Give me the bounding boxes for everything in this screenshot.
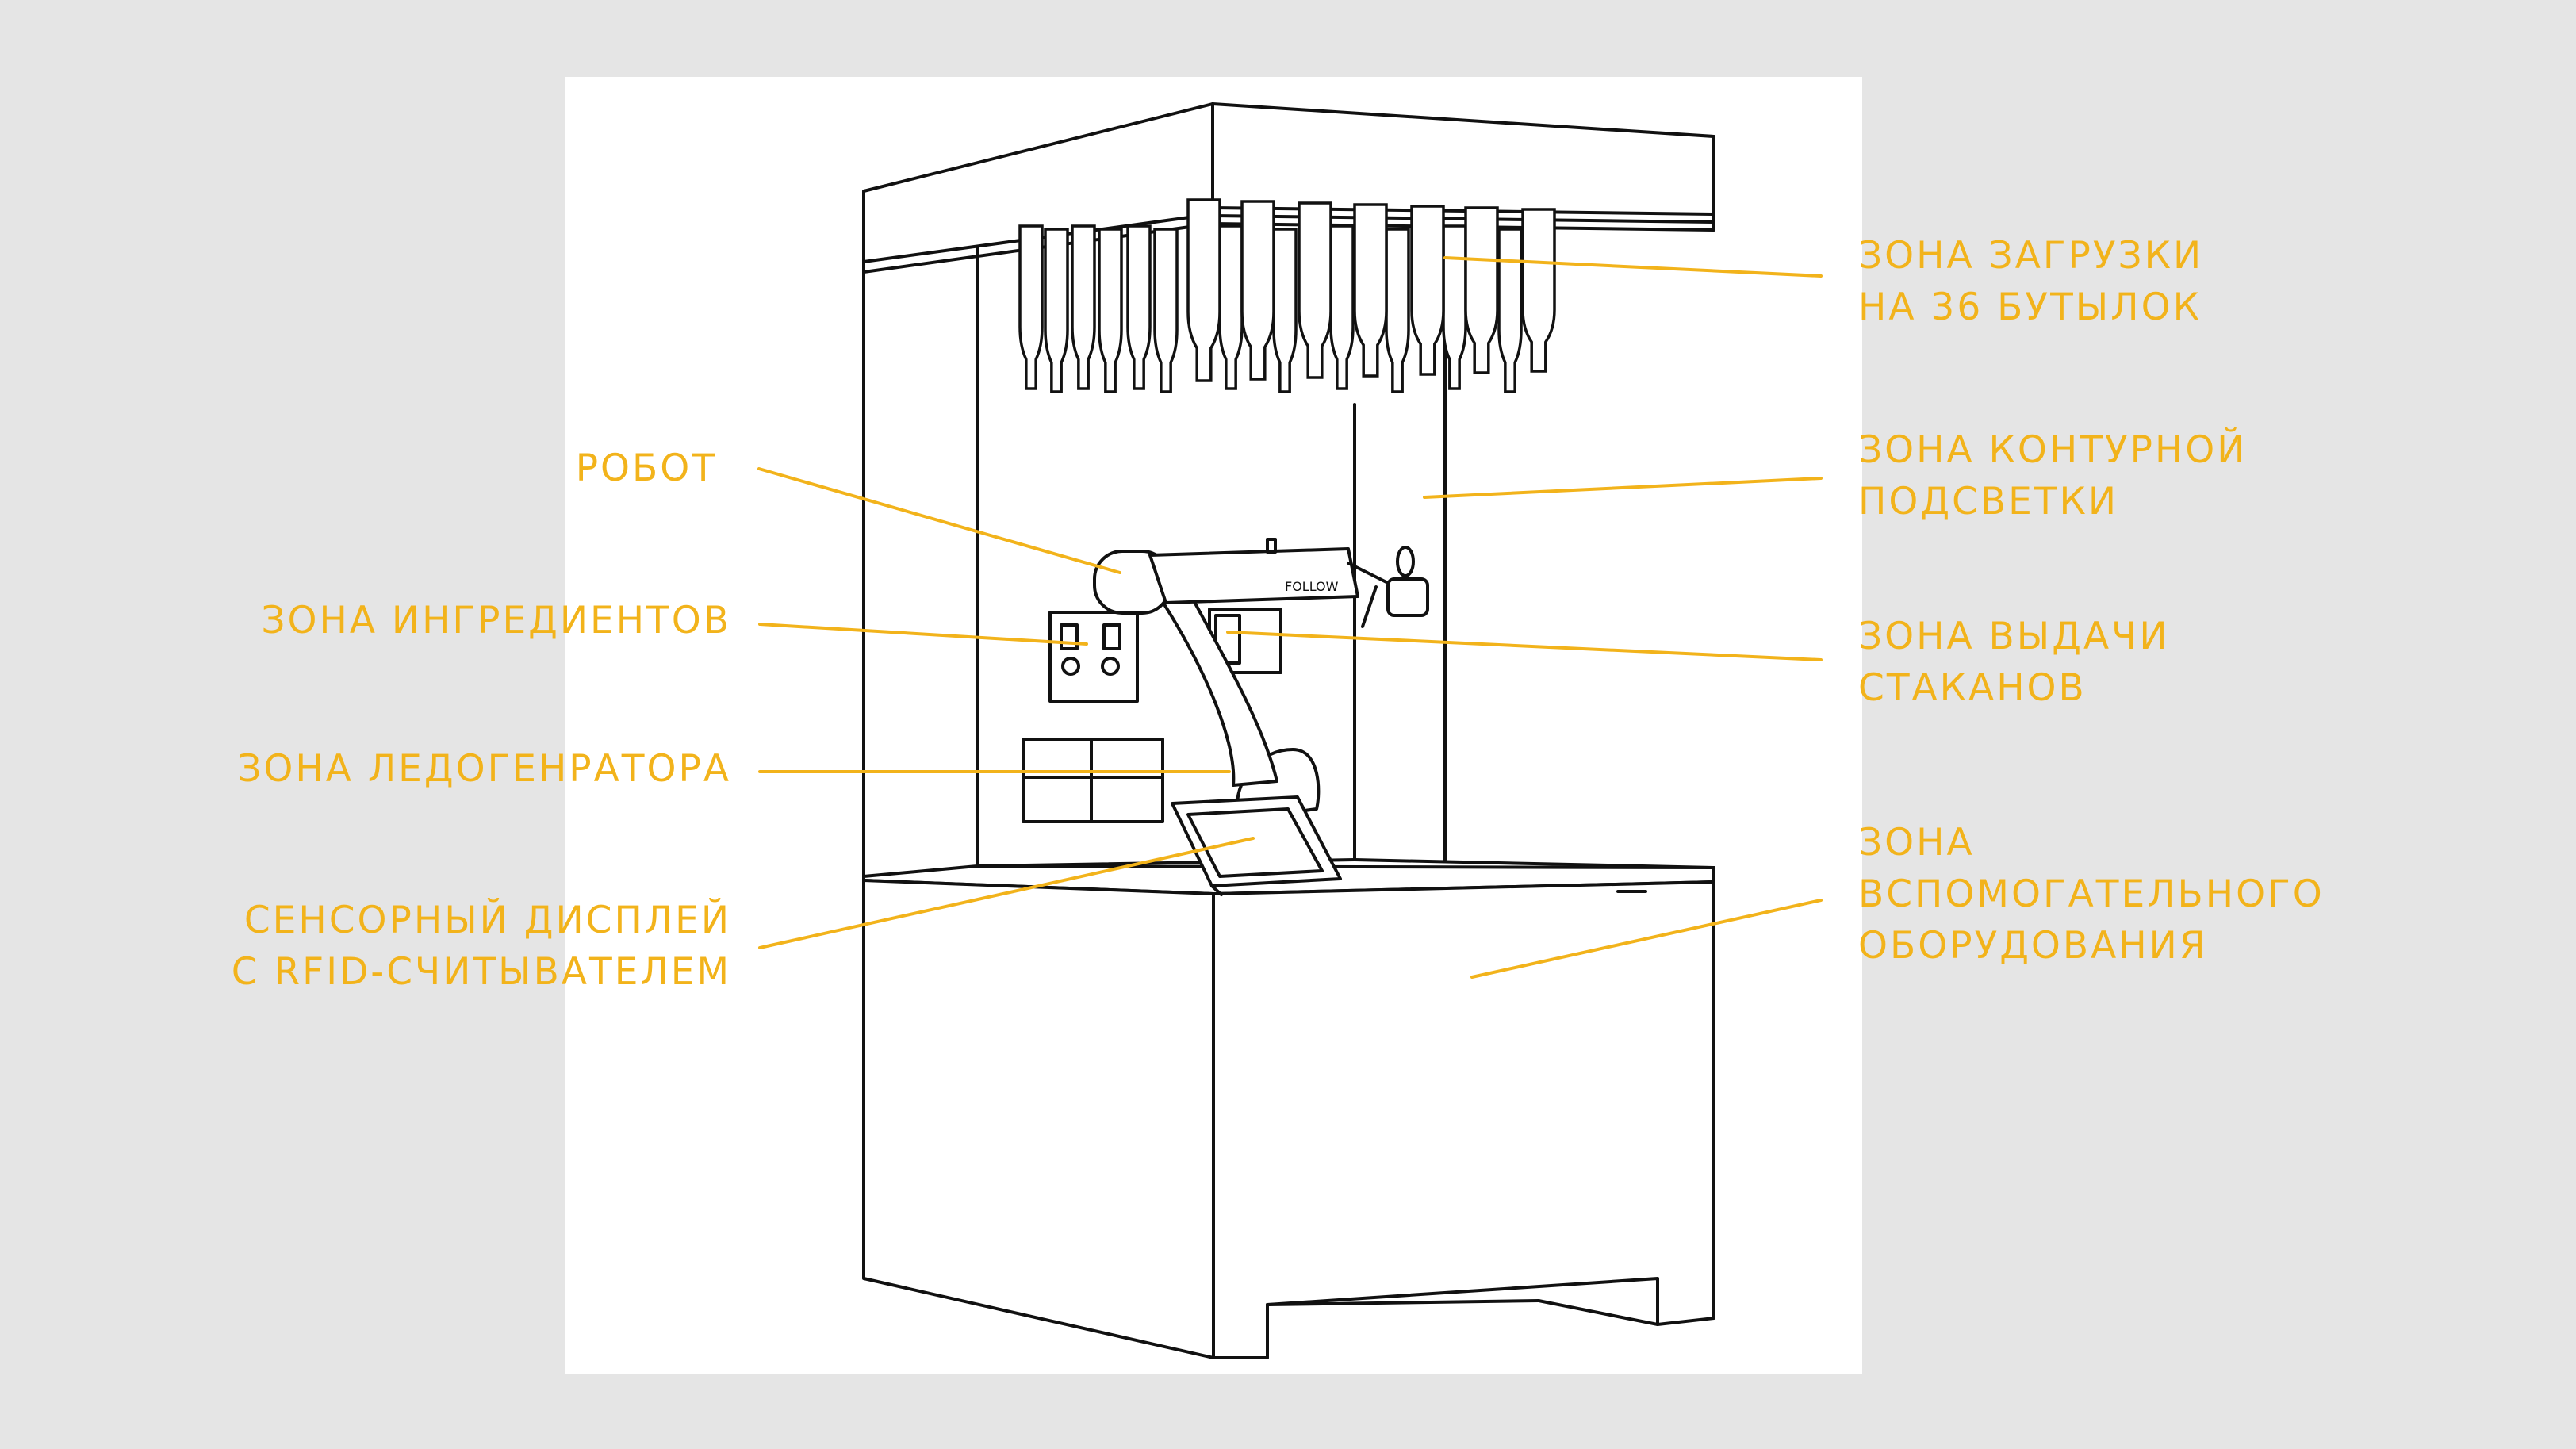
lower-cabinet [862, 879, 1715, 1359]
leader-lighting [1423, 477, 1823, 499]
ice-generator-unit [1022, 738, 1164, 823]
bottle [1497, 228, 1523, 393]
label-ice-generator: ЗОНА ЛЕДОГЕНРАТОРА [237, 747, 731, 791]
leader-ingredients [758, 623, 1088, 646]
bottle [1018, 224, 1044, 390]
bottle [1521, 208, 1556, 373]
bottle [1329, 224, 1355, 390]
leader-cups [1226, 631, 1823, 661]
leader-aux [1470, 899, 1823, 979]
bottle [1126, 224, 1152, 390]
ingredients-unit [1048, 611, 1139, 703]
leader-bottles [1443, 256, 1823, 278]
bottle [1153, 228, 1179, 393]
bottle [1464, 206, 1499, 374]
bottle [1044, 228, 1069, 393]
bottle [1071, 224, 1096, 390]
bottle [1353, 203, 1388, 378]
label-bottle-zone: ЗОНА ЗАГРУЗКИ НА 36 БУТЫЛОК [1858, 234, 2204, 329]
robot-brand-text: FOLLOW [1285, 579, 1339, 594]
bottle [1385, 228, 1410, 393]
bottle [1442, 224, 1467, 390]
bottle [1240, 200, 1275, 381]
touch-display [1171, 795, 1342, 896]
label-aux-zone: ЗОНА ВСПОМОГАТЕЛЬНОГО ОБОРУДОВАНИЯ [1858, 821, 2325, 968]
bottle [1098, 228, 1123, 393]
leader-robot [757, 467, 1121, 574]
label-lighting-zone: ЗОНА КОНТУРНОЙ ПОДСВЕТКИ [1858, 428, 2248, 523]
leader-display [758, 837, 1255, 949]
bottle [1410, 205, 1445, 376]
bottle [1218, 224, 1244, 390]
bottle [1298, 201, 1332, 379]
bottle [1186, 198, 1221, 382]
label-touch-display: СЕНСОРНЫЙ ДИСПЛЕЙ С RFID-СЧИТЫВАТЕЛЕМ [231, 899, 731, 994]
label-robot: РОБОТ [575, 447, 717, 490]
bottle-rack [1018, 198, 1556, 393]
leader-lines [757, 256, 1823, 979]
label-ingredients: ЗОНА ИНГРЕДИЕНТОВ [261, 599, 731, 642]
bottle [1272, 228, 1298, 393]
label-cup-zone: ЗОНА ВЫДАЧИ СТАКАНОВ [1858, 615, 2170, 710]
